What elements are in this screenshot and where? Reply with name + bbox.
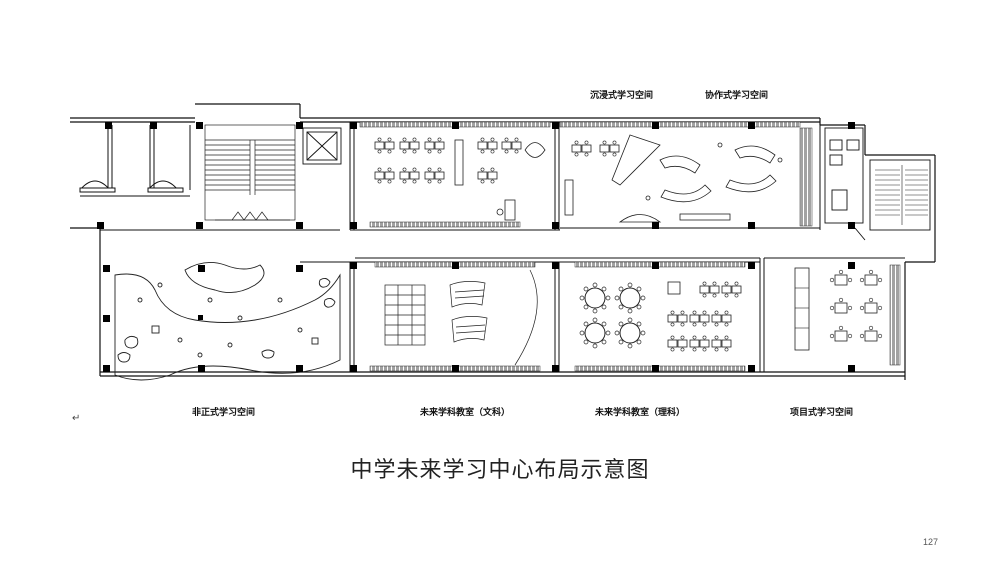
liberal-arts-furniture	[384, 269, 538, 366]
informal-furniture	[114, 261, 341, 381]
elevator	[302, 127, 342, 165]
top-rooms	[100, 122, 821, 231]
label-liberal-arts: 未来学科教室（文科）	[420, 408, 511, 418]
label-project: 项目式学习空间	[790, 408, 854, 418]
immersive-furniture	[374, 137, 546, 221]
hatch-bottom-5	[889, 264, 901, 366]
collaborative-furniture	[564, 134, 783, 223]
return-mark: ↵	[72, 413, 81, 424]
figure-caption: 中学未来学习中心布局示意图	[350, 458, 650, 483]
hatch-bottom-4	[574, 365, 746, 372]
stair-left	[204, 124, 296, 221]
hatch-top-3	[559, 121, 801, 128]
project-furniture	[794, 267, 883, 351]
label-collaborative: 协作式学习空间	[705, 91, 769, 101]
label-science: 未来学科教室（理科）	[595, 408, 686, 418]
science-furniture	[579, 281, 742, 352]
pillars	[97, 122, 855, 372]
stair-right	[875, 165, 928, 225]
hatch-top-4	[799, 127, 813, 227]
entry-rooms	[79, 125, 191, 197]
service-rooms	[824, 127, 931, 241]
page-number: 127	[922, 537, 938, 547]
hatch-top-2	[369, 221, 521, 228]
label-informal: 非正式学习空间	[192, 408, 256, 418]
label-immersive: 沉浸式学习空间	[590, 91, 654, 101]
hatch-bottom-2	[574, 261, 746, 268]
